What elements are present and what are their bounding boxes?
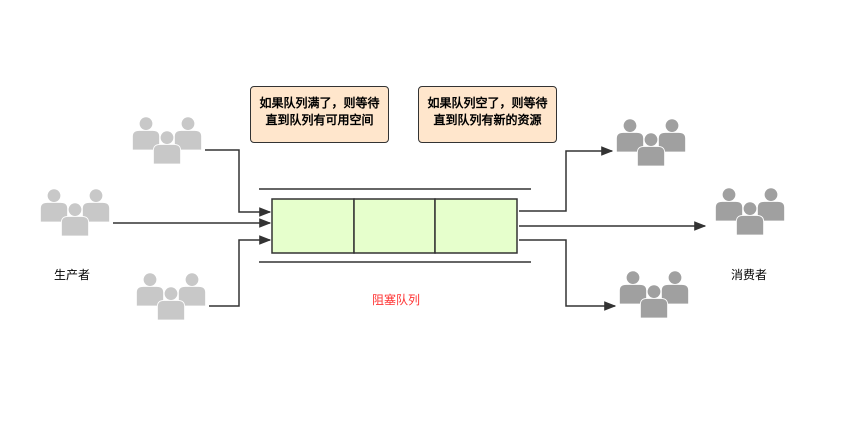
arrow-consumer-bottom (519, 239, 617, 311)
arrow-producer-bottom (209, 235, 272, 307)
note-queue-empty: 如果队列空了，则等待 直到队列有新的资源 (418, 86, 557, 143)
consumer-group-right-icon (715, 188, 784, 235)
producer-group-left-icon (40, 189, 109, 236)
consumer-arrows (519, 146, 707, 311)
arrow-consumer-top (519, 146, 614, 212)
note-queue-full-line-1: 如果队列满了，则等待 (259, 96, 380, 110)
note-queue-full: 如果队列满了，则等待 直到队列有可用空间 (250, 86, 389, 143)
queue-slot-2 (353, 198, 436, 254)
queue-slot-3 (434, 198, 518, 254)
consumer-label: 消费者 (731, 268, 768, 282)
queue (271, 198, 518, 254)
producer-group-bottom-icon (136, 273, 205, 320)
producer-label: 生产者 (54, 268, 91, 282)
producer-arrows (113, 149, 272, 307)
note-queue-full-line-2: 直到队列有可用空间 (265, 113, 374, 127)
queue-slot-1 (271, 198, 355, 254)
consumer-group-top-icon (616, 119, 685, 166)
note-queue-empty-line-1: 如果队列空了，则等待 (427, 96, 548, 110)
note-queue-empty-line-2: 直到队列有新的资源 (433, 113, 542, 127)
queue-caption: 阻塞队列 (372, 293, 421, 307)
producer-group-top-icon (132, 117, 201, 164)
consumer-group-bottom-icon (619, 271, 688, 318)
arrow-producer-top (205, 149, 272, 217)
